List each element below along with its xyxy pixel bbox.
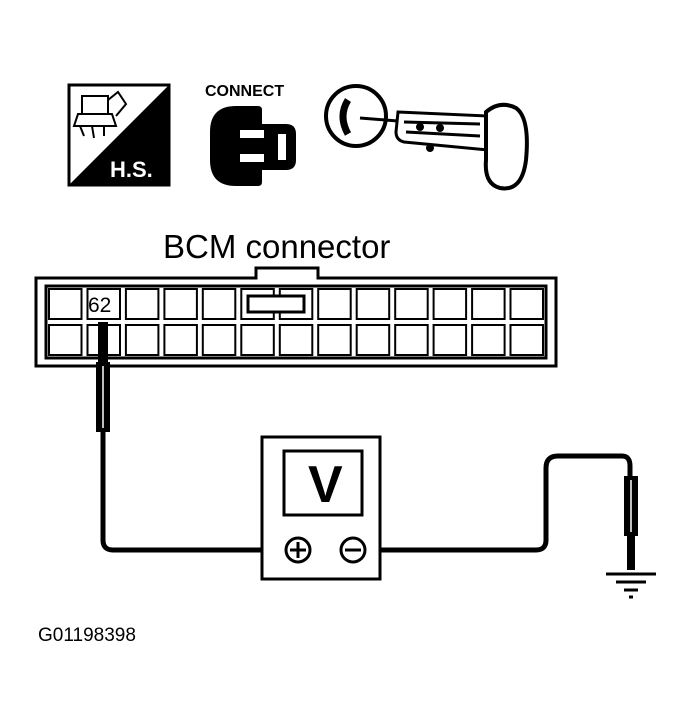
harness-disconnect-icon: H.S. (67, 83, 171, 187)
pin-cell (471, 324, 506, 356)
minus-terminal-icon (339, 536, 367, 564)
pin-cell (317, 288, 352, 320)
hs-label: H.S. (110, 157, 153, 182)
pin-cell (163, 324, 198, 356)
bcm-connector: 62 (34, 266, 558, 368)
ground-symbol-icon (606, 572, 656, 599)
pin-cell (201, 324, 237, 356)
pin-cell (278, 324, 314, 356)
plus-terminal-icon (284, 536, 312, 564)
pin-cell (471, 288, 506, 320)
pin-cell (124, 324, 160, 356)
pin-cell (201, 288, 237, 320)
pin-cell (124, 288, 160, 320)
positive-lead-wire (100, 430, 286, 553)
connector-latch (246, 294, 306, 314)
pin-cell (509, 288, 544, 320)
connect-label: CONNECT (205, 83, 284, 100)
pin-cell (86, 288, 121, 320)
voltmeter-display-label: V (308, 456, 343, 514)
connector-title: BCM connector (163, 228, 390, 265)
ignition-key-icon (324, 84, 529, 191)
pin-cell (509, 324, 544, 356)
pin-cell (432, 288, 468, 320)
figure-code: G01198398 (38, 625, 136, 646)
negative-lead-wire (368, 453, 633, 553)
pin-cell (48, 324, 83, 356)
pin-cell (355, 288, 391, 320)
voltmeter: V (260, 435, 382, 581)
pin-number-label: 62 (88, 294, 111, 317)
ground-probe (624, 476, 638, 570)
pin-cell (163, 288, 198, 320)
pin-cell (432, 324, 468, 356)
pin-cell (317, 324, 352, 356)
connector-connect-icon: CONNECT (205, 83, 296, 186)
pin-cell (394, 324, 429, 356)
pin-cell (240, 324, 275, 356)
pin-cell (355, 324, 391, 356)
pin-cell (394, 288, 429, 320)
test-probe (96, 322, 110, 432)
pin-cell (48, 288, 83, 320)
